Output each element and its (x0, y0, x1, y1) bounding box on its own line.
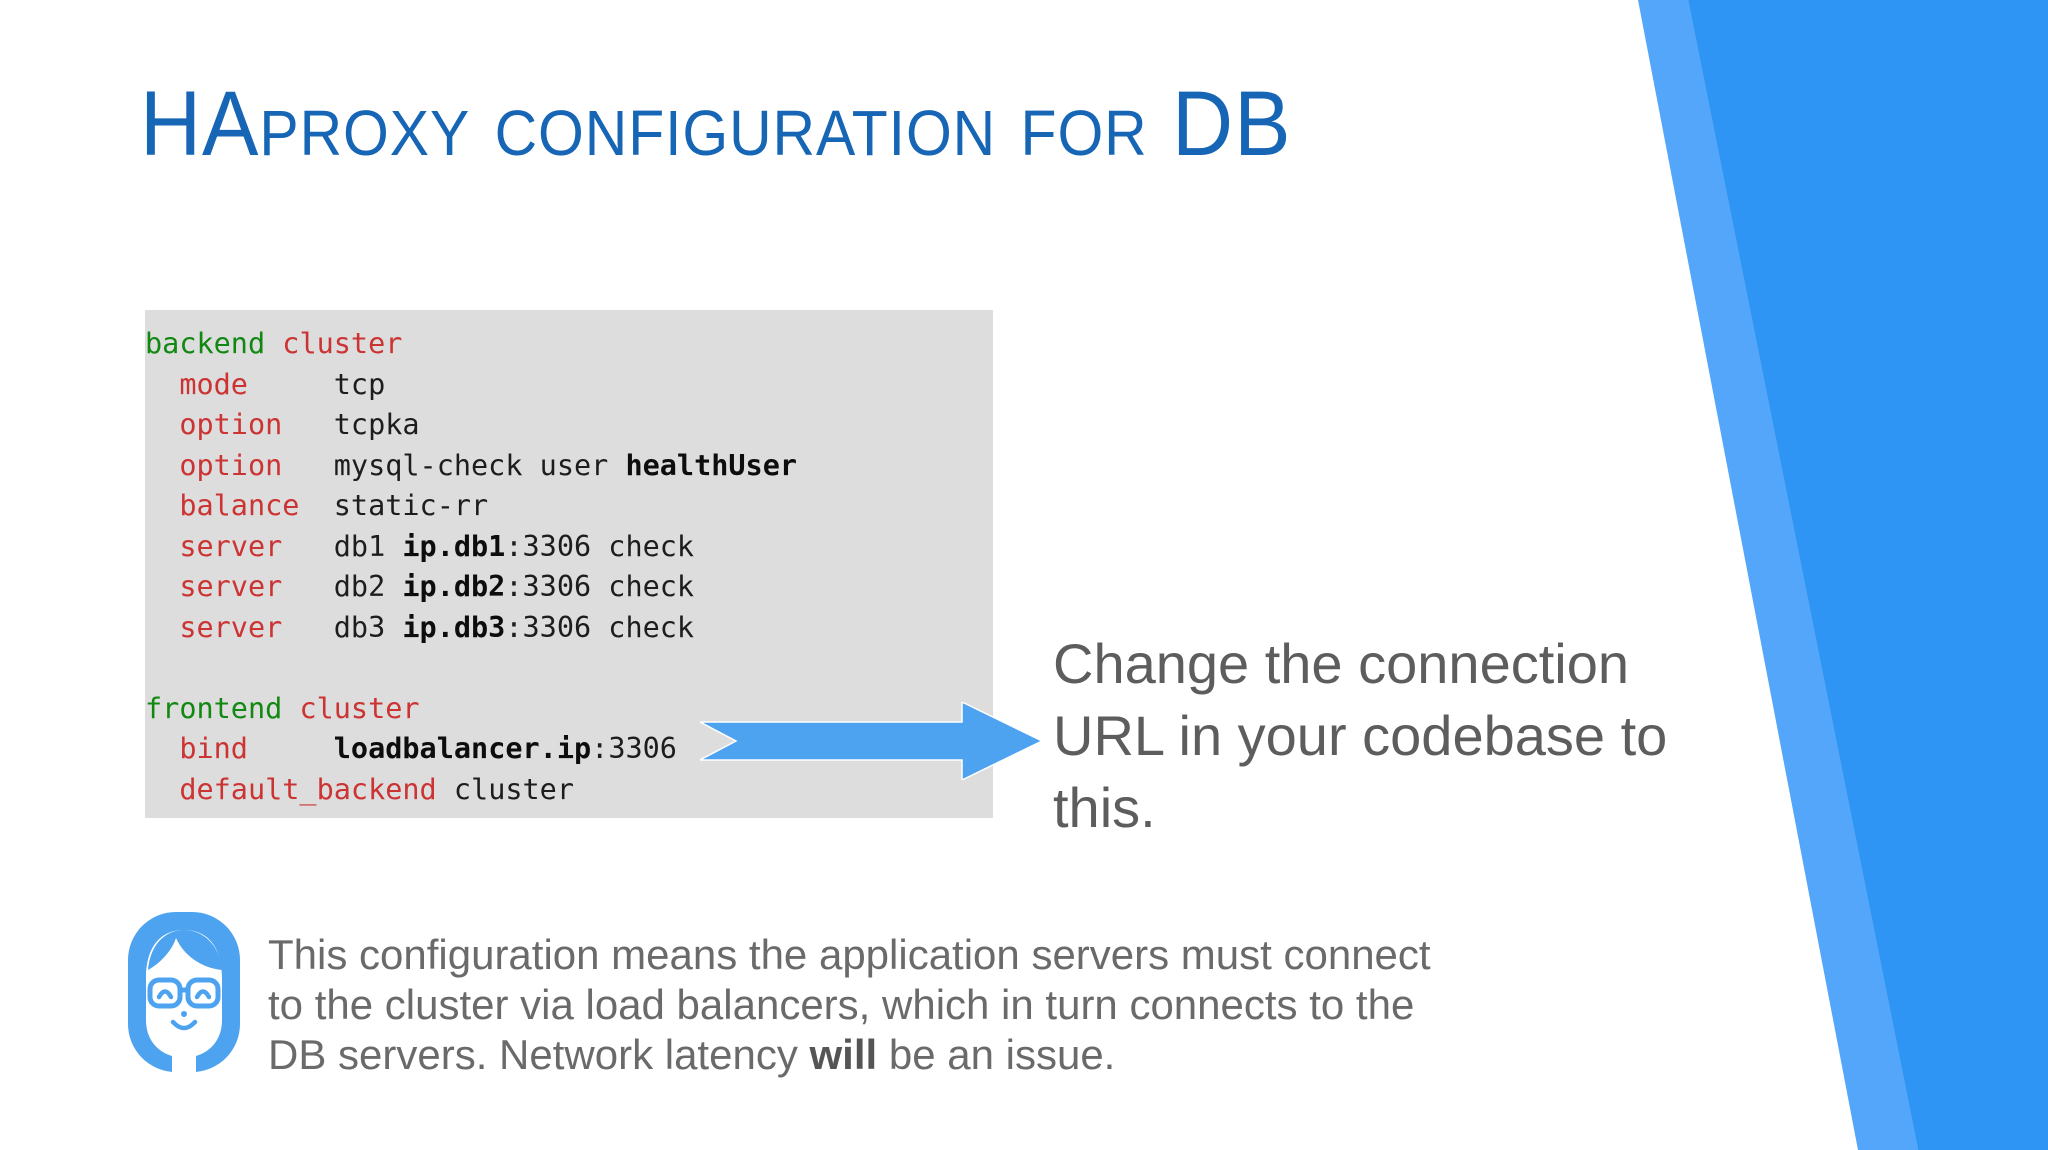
code-token: db3 (282, 610, 403, 644)
code-token: healthUser (625, 448, 798, 482)
presenter-note: This configuration means the application… (128, 908, 1448, 1084)
code-token: backend (145, 327, 266, 360)
code-token: db2 (282, 570, 403, 603)
note-text-part-2: be an issue. (877, 1031, 1116, 1078)
band-light (1638, 0, 1918, 1150)
code-block: backend cluster mode tcp option tcpka op… (145, 310, 993, 818)
code-token: server (179, 610, 283, 644)
code-token: cluster (436, 772, 574, 806)
code-token: ip.db1 (402, 529, 506, 563)
code-token: ip.db2 (402, 570, 506, 603)
code-token: tcp (247, 367, 386, 401)
code-token: ip.db3 (402, 610, 506, 644)
presenter-note-text: This configuration means the application… (268, 908, 1448, 1080)
code-token (248, 732, 334, 765)
note-text-emphasis: will (809, 1031, 878, 1078)
code-token: option (179, 448, 283, 482)
code-token: option (179, 408, 283, 441)
code-token (282, 692, 299, 725)
code-token: :3306 (591, 732, 677, 765)
code-token: server (179, 570, 283, 603)
presenter-avatar-icon (128, 912, 240, 1084)
code-token (265, 327, 282, 360)
right-arrow-icon (700, 702, 1042, 780)
title-smallcaps: Proxy configuration for (259, 73, 1173, 175)
code-token: bind (179, 732, 248, 765)
page-title: HAProxy configuration for DB (140, 78, 1291, 170)
code-token: cluster (282, 327, 403, 360)
code-token: db1 (282, 529, 403, 563)
code-token: :3306 check (505, 570, 695, 603)
callout-text: Change the connection URL in your codeba… (1053, 632, 1668, 839)
code-token: :3306 check (505, 610, 695, 644)
code-content: backend cluster mode tcp option tcpka op… (145, 324, 993, 810)
code-token: balance (179, 489, 300, 522)
note-text-part-1: This configuration means the application… (268, 931, 1431, 1078)
code-token: frontend (145, 691, 283, 725)
decorative-diagonal-bands (1528, 0, 2048, 1150)
code-token: mysql-check user (282, 448, 626, 482)
code-token: cluster (299, 691, 420, 725)
code-token: tcpka (282, 408, 420, 441)
code-token: server (179, 529, 283, 563)
band-main (1688, 0, 2048, 1150)
code-token: default_backend (179, 772, 437, 806)
code-token: mode (179, 367, 248, 401)
code-token: :3306 check (505, 529, 695, 563)
code-token: static-rr (299, 489, 489, 522)
title-acronym-ha: HA (140, 73, 260, 175)
title-acronym-db: DB (1172, 73, 1292, 175)
code-token: loadbalancer.ip (333, 732, 592, 765)
